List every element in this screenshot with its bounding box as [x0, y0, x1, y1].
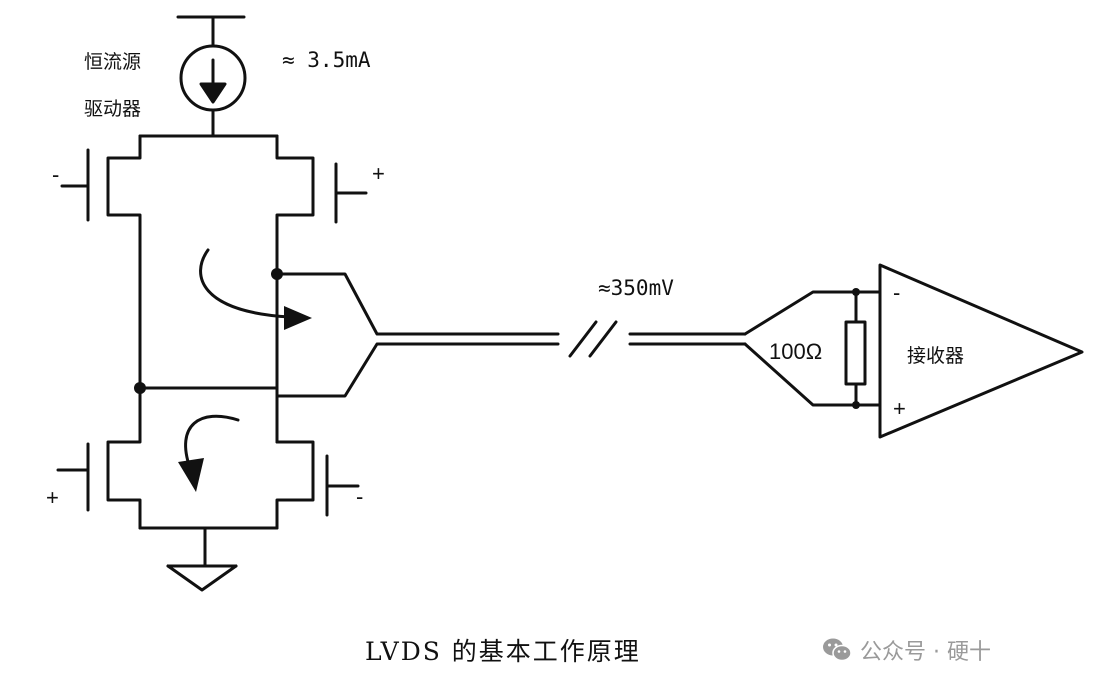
current-arrow-upper: [199, 248, 312, 330]
q1-gate-sign: -: [52, 162, 60, 187]
termination-resistor: [844, 288, 867, 409]
voltage-label: ≈350mV: [598, 276, 674, 300]
transistor-q4: [275, 440, 360, 530]
receiver-label: 接收器: [907, 345, 965, 367]
receiver-minus-sign: -: [893, 280, 901, 305]
wechat-icon: [822, 637, 852, 663]
q2-gate-sign: +: [372, 161, 385, 186]
diagram-caption: LVDS 的基本工作原理: [365, 637, 641, 666]
ground-symbol: [166, 564, 238, 592]
current-label: ≈ 3.5mA: [282, 48, 371, 72]
transistor-q2: [275, 134, 368, 282]
transistor-q3: [56, 386, 142, 530]
receiver-plus-sign: +: [893, 396, 906, 421]
current-arrow-lower: [178, 414, 240, 492]
watermark-text: 公众号 · 硬十: [860, 640, 991, 665]
resistor-label: 100Ω: [769, 339, 823, 364]
watermark: 公众号 · 硬十: [822, 634, 991, 666]
transmission-line: [628, 332, 747, 346]
q4-gate-sign: -: [356, 484, 364, 509]
source-label-line1: 恒流源: [84, 51, 142, 73]
cross-node-dot: [134, 382, 146, 394]
transistor-q1: [60, 134, 142, 250]
source-label-line2: 驱动器: [84, 98, 142, 120]
line-break-marks: [568, 320, 618, 358]
receiver-triangle: [878, 263, 1084, 439]
driver-output-lines: [275, 272, 560, 398]
current-source-symbol: [179, 44, 247, 112]
q3-gate-sign: +: [46, 485, 59, 510]
